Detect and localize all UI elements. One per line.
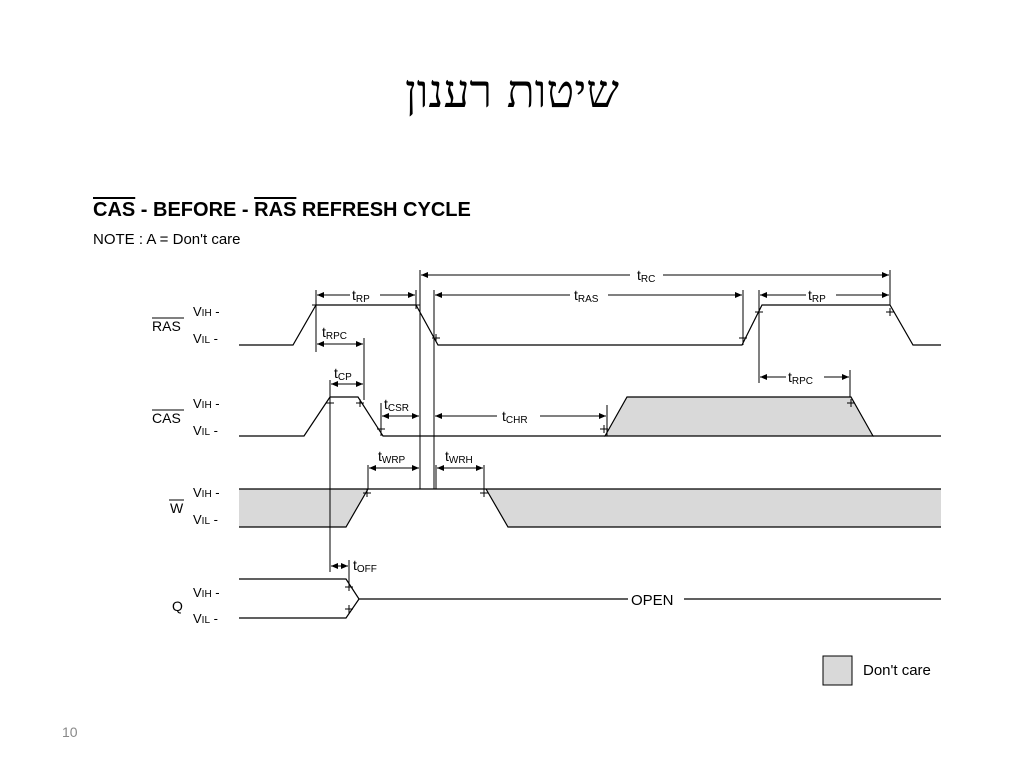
ras-waveform	[239, 304, 941, 346]
signal-label-w: W	[170, 500, 184, 516]
heading-cas: CAS	[93, 199, 136, 221]
q-open-label: OPEN	[631, 592, 674, 609]
timing-label-tras: tRAS	[574, 287, 599, 305]
w-dont-care-left	[239, 489, 368, 527]
ras-level-low: VIL -	[193, 331, 218, 346]
open-label-bg	[628, 590, 684, 608]
timing-label-trpc-2: tRPC	[788, 369, 813, 387]
timing-label-twrh: tWRH	[445, 448, 473, 466]
ras-level-high: VIH -	[193, 304, 220, 319]
signal-label-cas: CAS	[152, 410, 181, 426]
q-waveform	[239, 578, 941, 619]
q-level-high: VIH -	[193, 585, 220, 600]
timing-label-trc: tRC	[637, 267, 655, 285]
cas-level-high: VIH -	[193, 396, 220, 411]
cas-level-low: VIL -	[193, 423, 218, 438]
diagram-heading: CAS - BEFORE - RAS REFRESH CYCLE	[93, 199, 471, 222]
dimension-arrows	[317, 272, 889, 569]
timing-label-tchr: tCHR	[502, 408, 528, 426]
timing-label-twrp: tWRP	[378, 448, 406, 466]
heading-before: - BEFORE -	[135, 199, 255, 221]
legend-swatch	[822, 655, 853, 686]
legend-label: Don't care	[863, 662, 931, 679]
w-level-low: VIL -	[193, 512, 218, 527]
reference-lines	[315, 270, 891, 590]
diagram-note: NOTE : A = Don't care	[93, 231, 241, 248]
timing-label-tcsr: tCSR	[384, 396, 409, 414]
cas-dont-care-region	[603, 396, 875, 437]
timing-label-trp-1: tRP	[352, 287, 370, 305]
timing-label-tcp: tCP	[334, 365, 352, 383]
heading-ras: RAS	[254, 199, 297, 221]
timing-label-trp-2: tRP	[808, 287, 826, 305]
slide-title: שיטות רענון	[405, 64, 619, 118]
signal-label-ras: RAS	[152, 318, 181, 334]
timing-label-trpc-1: tRPC	[322, 324, 347, 342]
heading-refresh-cycle: REFRESH CYCLE	[296, 199, 471, 221]
w-level-high: VIH -	[193, 485, 220, 500]
w-dont-care-right	[486, 489, 941, 527]
slide-number: 10	[62, 724, 78, 740]
timing-label-toff: tOFF	[353, 557, 377, 575]
signal-label-q: Q	[172, 598, 183, 614]
q-level-low: VIL -	[193, 611, 218, 626]
w-waveform	[239, 488, 941, 528]
